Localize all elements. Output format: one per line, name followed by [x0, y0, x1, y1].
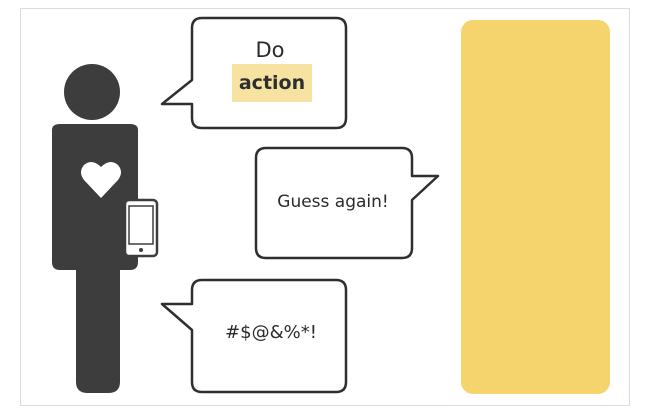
bubble-top-highlight: action — [238, 72, 306, 94]
bubble-middle-text: Guess again! — [277, 192, 389, 212]
yellow-panel — [461, 20, 610, 394]
bubble-top-line1: Do — [255, 38, 285, 62]
phone-icon — [123, 198, 159, 258]
person-icon — [52, 64, 138, 393]
heart-icon — [81, 161, 121, 198]
speech-bubble-middle — [254, 146, 440, 260]
speech-bubble-bottom — [160, 278, 348, 394]
bubble-bottom-text: #$@&%*! — [225, 322, 317, 343]
action-highlight — [232, 64, 312, 102]
